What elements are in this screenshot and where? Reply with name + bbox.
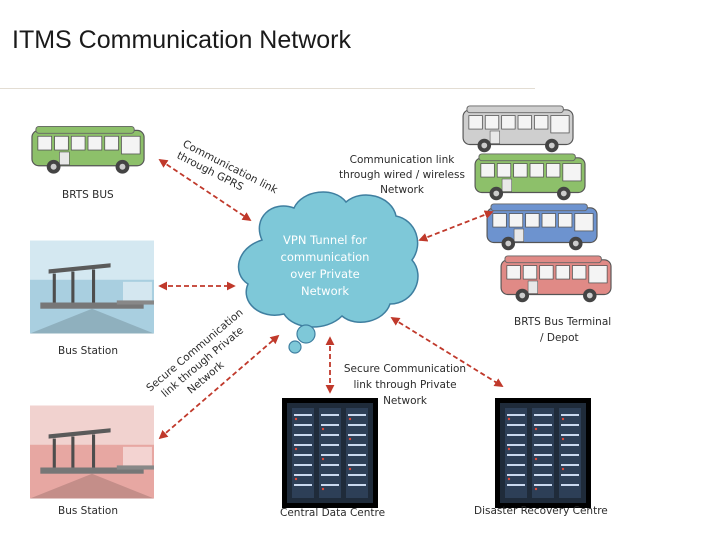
datacentre-link-line1: Secure Communication: [344, 363, 466, 375]
disaster-recovery-image: [495, 398, 591, 508]
central-data-centre-image: [282, 398, 378, 508]
wired-link-line3: Network: [380, 184, 425, 196]
vpn-text-line4: Network: [301, 284, 349, 298]
bus-station-label-bottom: Bus Station: [58, 505, 118, 517]
vpn-text-line3: over Private: [290, 267, 359, 281]
arrow-cloud-to-fleet: [418, 210, 494, 242]
brts-bus-label: BRTS BUS: [62, 189, 114, 201]
vpn-text-line1: VPN Tunnel for: [283, 233, 367, 247]
slide-title: ITMS Communication Network: [12, 26, 351, 54]
depot-bus-fleet-image: [462, 105, 612, 303]
arrow-cloud-to-disaster-recovery: [390, 317, 504, 387]
datacentre-link-line2: link through Private: [353, 379, 456, 391]
disaster-recovery-label: Disaster Recovery Centre: [474, 505, 608, 517]
wired-link-line2: through wired / wireless: [339, 169, 465, 181]
bus-station-label-top: Bus Station: [58, 345, 118, 357]
central-data-centre-label: Central Data Centre: [280, 507, 385, 519]
brts-bus-image: [31, 125, 145, 175]
depot-label-line1: BRTS Bus Terminal: [514, 316, 611, 328]
vpn-cloud: [237, 191, 419, 354]
wired-link-line1: Communication link: [350, 154, 456, 166]
arrow-station-bottom-to-cloud: [158, 334, 280, 440]
datacentre-link-line3: Network: [383, 395, 428, 407]
vpn-text-line2: communication: [281, 250, 370, 264]
bus-station-image-top: [30, 240, 154, 334]
title-divider: [0, 88, 535, 89]
bus-station-image-bottom: [30, 405, 154, 499]
depot-label-line2: / Depot: [540, 332, 579, 344]
gprs-link-label: Communication link through GPRS: [175, 138, 280, 197]
arrow-bus-to-cloud: [158, 159, 252, 221]
